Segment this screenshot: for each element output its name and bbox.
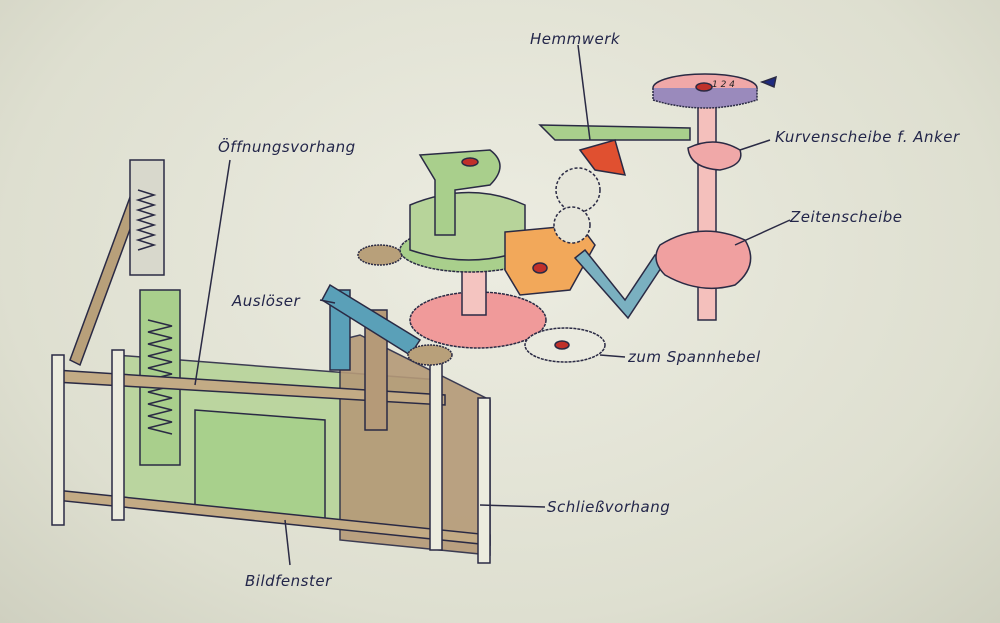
leader-line	[734, 219, 791, 246]
post	[429, 349, 443, 551]
kurvenscheibe-cam	[687, 141, 742, 171]
upper-spring	[135, 189, 157, 251]
escapement-wheel	[555, 167, 601, 213]
leader-line	[194, 159, 231, 386]
cam-pivot	[461, 157, 479, 167]
orange-pivot	[532, 262, 548, 274]
main-shaft	[461, 264, 487, 316]
spannhebel-pivot	[554, 340, 570, 350]
leader-line	[577, 44, 591, 141]
main-gear	[409, 291, 547, 349]
leader-line	[284, 519, 291, 566]
label-schliessvorhang: Schließvorhang	[547, 498, 671, 516]
dial-pointer-icon	[759, 75, 777, 89]
leader-line	[739, 139, 771, 151]
label-hemmwerk: Hemmwerk	[530, 30, 621, 48]
dial-pivot	[695, 82, 713, 92]
hemmwerk-arm	[538, 124, 691, 141]
label-zum-spannhebel: zum Spannhebel	[628, 348, 761, 366]
label-kurvenscheibe: Kurvenscheibe f. Anker	[775, 128, 960, 146]
post	[51, 354, 65, 526]
shaft	[364, 309, 388, 431]
hemmwerk-anchor	[578, 139, 627, 176]
cam-top	[418, 149, 501, 236]
escapement-wheel	[553, 206, 591, 244]
post	[477, 397, 491, 564]
leader-line	[599, 354, 626, 358]
label-ausloeser: Auslöser	[232, 292, 301, 310]
post	[111, 349, 125, 521]
label-zeitenscheibe: Zeitenscheibe	[790, 208, 903, 226]
small-gear	[407, 344, 453, 366]
label-bildfenster: Bildfenster	[245, 572, 332, 590]
small-gear	[357, 244, 403, 266]
dial-marks: 1 2 4	[712, 80, 735, 90]
leader-line	[319, 299, 336, 304]
teal-link	[573, 248, 667, 320]
leader-line	[479, 504, 546, 508]
zeitenscheibe-disc	[655, 230, 752, 290]
label-oeffnungsvorhang: Öffnungsvorhang	[218, 138, 356, 156]
time-dial-edge	[652, 88, 758, 109]
